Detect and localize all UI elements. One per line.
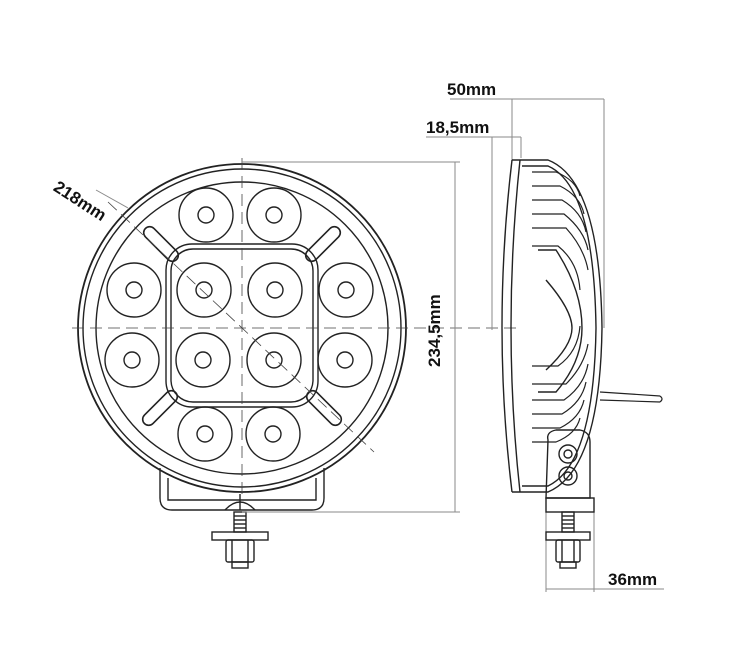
front-bolt <box>211 511 269 569</box>
rear-boss <box>538 249 583 393</box>
led-module <box>104 332 160 388</box>
led-module <box>318 262 374 318</box>
housing-body <box>512 159 603 493</box>
lens-face <box>501 159 513 493</box>
led-module <box>246 187 302 243</box>
center-panel <box>165 243 319 408</box>
led-module <box>247 262 303 318</box>
led-module <box>245 406 301 462</box>
dimension-label-bracket-width: 36mm <box>608 570 658 589</box>
led-module <box>317 332 373 388</box>
power-cable <box>599 391 663 403</box>
led-module <box>175 332 231 388</box>
led-modules <box>104 187 374 462</box>
side-bracket <box>545 429 595 569</box>
led-module <box>177 406 233 462</box>
led-module <box>246 332 302 388</box>
led-module <box>106 262 162 318</box>
led-module <box>176 262 232 318</box>
dimension-lines <box>95 98 664 592</box>
front-mount-foot <box>159 468 325 511</box>
led-module <box>178 187 234 243</box>
cooling-fins <box>532 171 589 443</box>
dimension-label-height: 234,5mm <box>425 294 444 367</box>
dimension-label-depth-front: 18,5mm <box>426 118 490 137</box>
dimension-label-depth-total: 50mm <box>447 80 497 99</box>
front-center-lines <box>72 158 520 500</box>
side-view <box>501 159 663 569</box>
